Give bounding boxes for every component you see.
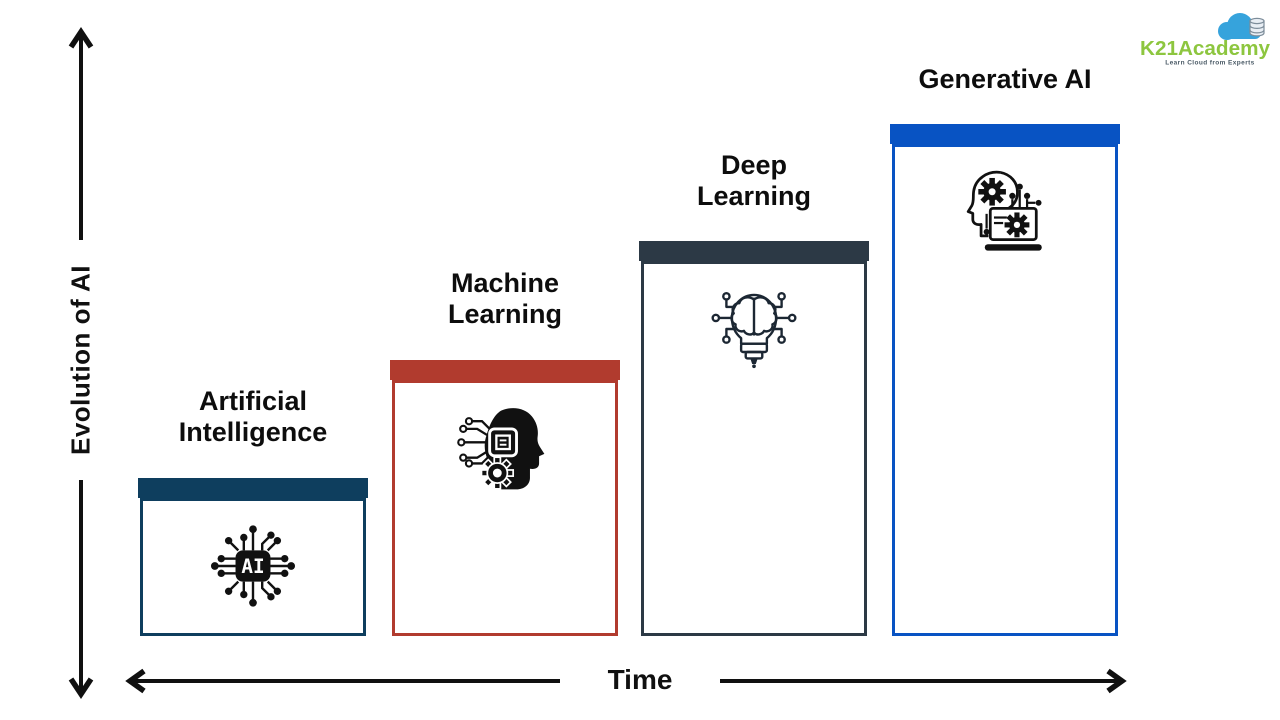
label-line: Artificial	[198, 386, 308, 416]
stage-header	[890, 124, 1120, 144]
label-line: Learning	[447, 299, 562, 329]
label-line: Intelligence	[178, 417, 328, 447]
cloud-icon	[1218, 13, 1265, 40]
x-axis-label: Time	[560, 661, 720, 699]
head-gears-laptop-icon	[966, 170, 1042, 251]
stage-label-generative-ai: Generative AI	[875, 64, 1135, 95]
logo-text: K21Academy	[1140, 38, 1271, 60]
label-line: Learning	[696, 181, 811, 211]
label-line: Deep	[720, 150, 788, 180]
stage-header	[390, 360, 620, 380]
ai-chip-icon: AI	[210, 525, 296, 607]
circuit-head-icon	[457, 408, 545, 490]
stage-header	[639, 241, 869, 261]
stage-label-machine-learning: Machine Learning	[375, 268, 635, 330]
k21academy-logo: K21Academy Learn Cloud from Experts	[1140, 13, 1271, 67]
stage-header	[138, 478, 368, 498]
stage-column-deep-learning	[639, 241, 869, 636]
label-line: Generative AI	[918, 64, 1092, 94]
stage-label-artificial-intelligence: Artificial Intelligence	[123, 386, 383, 448]
stage-label-deep-learning: Deep Learning	[624, 150, 884, 212]
svg-text:AI: AI	[241, 555, 264, 578]
label-line: Machine	[450, 268, 560, 298]
stage-column-generative-ai	[890, 124, 1120, 636]
brain-bulb-icon	[711, 292, 797, 369]
stage-column-artificial-intelligence: AI	[138, 478, 368, 636]
logo-tagline: Learn Cloud from Experts	[1165, 60, 1254, 67]
database-icon	[1249, 17, 1265, 37]
y-axis-label: Evolution of AI	[60, 240, 102, 480]
stage-column-machine-learning	[390, 360, 620, 636]
stage-body	[140, 498, 366, 636]
